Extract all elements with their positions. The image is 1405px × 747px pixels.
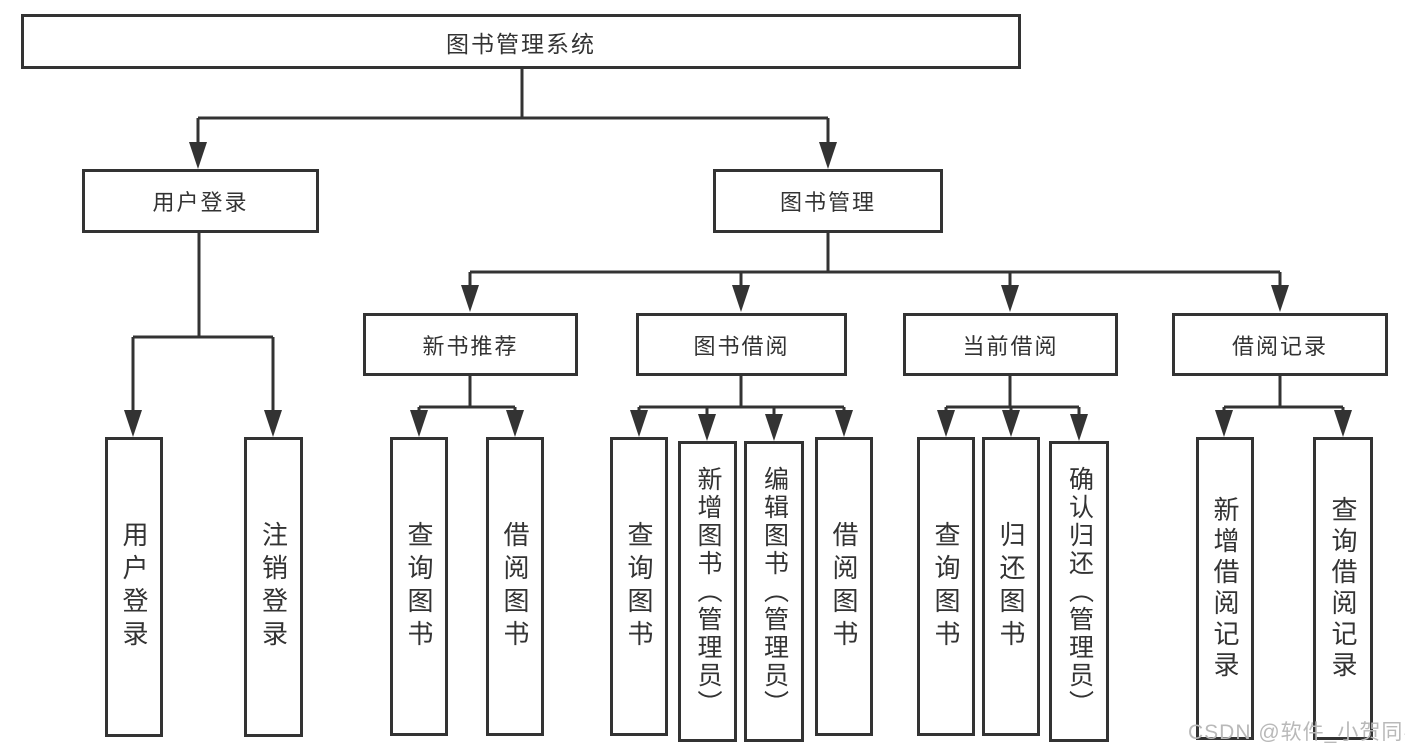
leaf-logout: 注销登录 (244, 437, 303, 737)
node-root-system: 图书管理系统 (21, 14, 1021, 69)
node-borrow-records: 借阅记录 (1172, 313, 1388, 376)
node-book-management-branch: 图书管理 (713, 169, 943, 233)
leaf-query-books-3: 查询图书 (917, 437, 975, 736)
node-current-borrowing: 当前借阅 (903, 313, 1118, 376)
leaf-query-books-2: 查询图书 (610, 437, 668, 736)
leaf-add-books-admin: 新增图书（管理员） (678, 441, 737, 742)
leaf-borrow-books-1: 借阅图书 (486, 437, 544, 736)
leaf-add-borrow-record: 新增借阅记录 (1196, 437, 1254, 740)
leaf-borrow-books-2: 借阅图书 (815, 437, 873, 736)
leaf-query-books-1: 查询图书 (390, 437, 448, 736)
node-book-borrowing: 图书借阅 (636, 313, 847, 376)
leaf-edit-books-admin: 编辑图书（管理员） (744, 441, 804, 742)
leaf-user-login: 用户登录 (105, 437, 163, 737)
node-user-login-branch: 用户登录 (82, 169, 319, 233)
arrowhead-icons (124, 142, 1352, 441)
leaf-query-borrow-record: 查询借阅记录 (1313, 437, 1373, 740)
node-new-book-recommend: 新书推荐 (363, 313, 578, 376)
csdn-watermark: CSDN @软件_小贺同学 (1188, 721, 1405, 744)
leaf-confirm-return-admin: 确认归还（管理员） (1049, 441, 1109, 742)
leaf-return-books: 归还图书 (982, 437, 1040, 736)
